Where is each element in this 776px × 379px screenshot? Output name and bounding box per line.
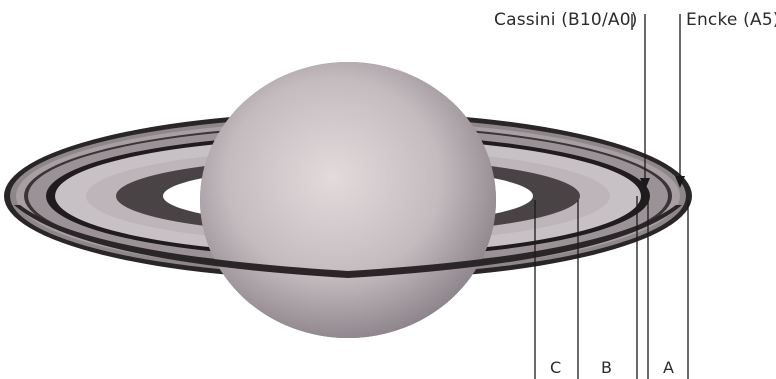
label-encke: Encke (A5) (686, 10, 776, 30)
label-ring-c: C (550, 358, 561, 377)
label-ring-a: A (663, 358, 674, 377)
label-cassini: Cassini (B10/A0) (494, 10, 638, 30)
planet-foreground (200, 62, 496, 338)
label-ring-b: B (601, 358, 612, 377)
